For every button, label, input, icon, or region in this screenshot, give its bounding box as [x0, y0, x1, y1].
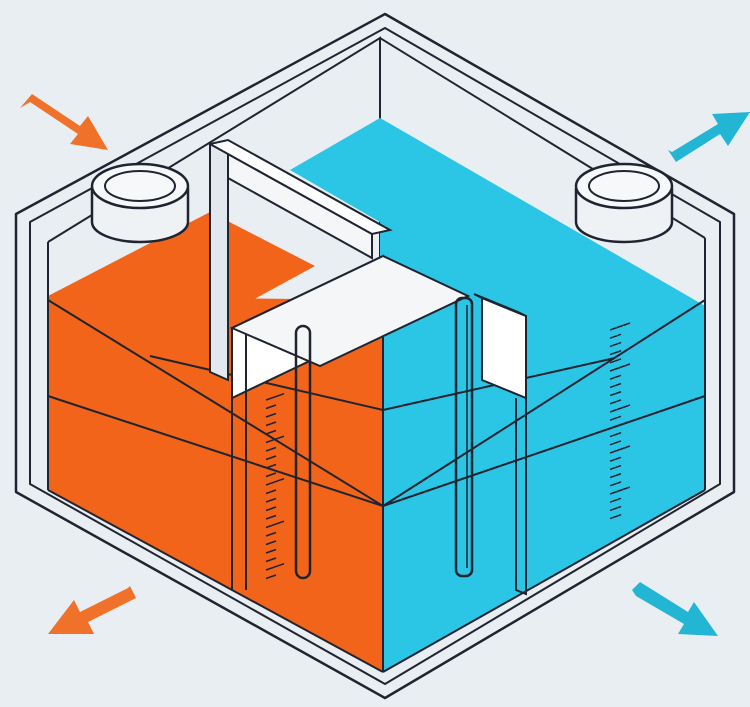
filler-cap-icon: [92, 164, 188, 242]
filler-cap-icon: [576, 164, 672, 242]
rear-divider-side: [210, 144, 228, 380]
